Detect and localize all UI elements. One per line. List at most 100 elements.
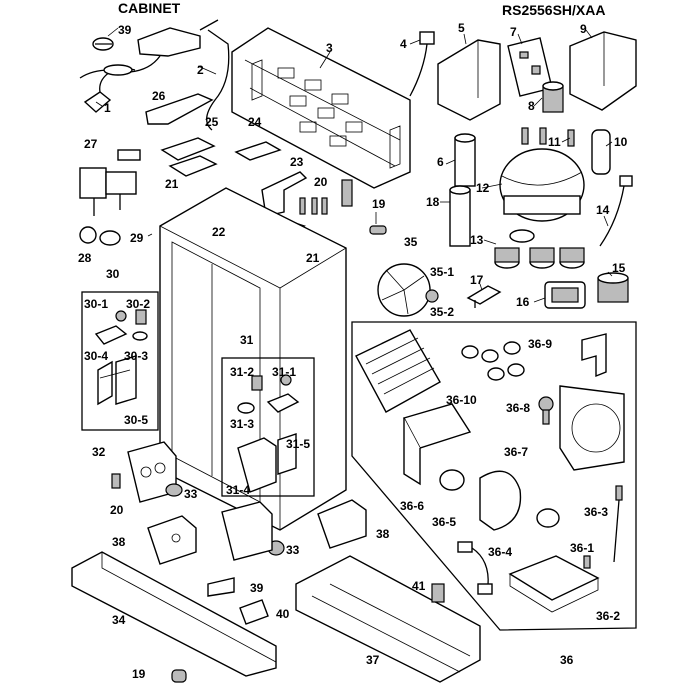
part-36-7-shroud <box>559 385 625 471</box>
callout-35-2: 35-2 <box>430 305 454 319</box>
part-19-screw <box>369 225 387 235</box>
callout-36-10: 36-10 <box>446 393 477 407</box>
part-9-cover <box>569 31 637 111</box>
part-6-capacitor <box>454 133 476 187</box>
callout-31: 31 <box>240 333 254 347</box>
callout-31-4: 31-4 <box>226 483 250 497</box>
callout-22: 22 <box>212 225 226 239</box>
part-30-hinge-set <box>94 309 148 406</box>
callout-31-3: 31-3 <box>230 417 254 431</box>
part-26-bracket <box>145 93 214 125</box>
callout-30: 30 <box>106 267 120 281</box>
callout-21b: 21 <box>306 251 320 265</box>
part-31-hinge-set <box>237 374 300 493</box>
part-27-water-valve <box>79 149 141 216</box>
callout-13: 13 <box>470 233 484 247</box>
part-39-clamp <box>92 37 114 51</box>
callout-41: 41 <box>412 579 426 593</box>
callout-39: 39 <box>118 23 132 37</box>
part-17-clip <box>466 285 502 308</box>
model-number: RS2556SH/XAA <box>502 2 606 18</box>
part-20-bolt <box>111 473 121 489</box>
callout-39b: 39 <box>250 581 264 595</box>
group-30-frame <box>81 291 159 431</box>
callout-36-6: 36-6 <box>400 499 424 513</box>
part-24-cover <box>234 141 282 161</box>
callout-20b: 20 <box>110 503 124 517</box>
callout-18: 18 <box>426 195 440 209</box>
callout-30-4: 30-4 <box>84 349 108 363</box>
part-1-harness <box>79 64 136 113</box>
callout-3: 3 <box>326 41 333 55</box>
callout-29: 29 <box>130 231 144 245</box>
part-36-10-motor-bracket <box>402 403 472 486</box>
part-10-dryer <box>591 129 611 175</box>
part-36-8-screw <box>538 396 554 425</box>
callout-36-7: 36-7 <box>504 445 528 459</box>
callout-27: 27 <box>84 137 98 151</box>
part-evaporator-coil <box>355 329 441 413</box>
callout-31-1: 31-1 <box>272 365 296 379</box>
callout-19b: 19 <box>132 667 146 681</box>
callout-17: 17 <box>470 273 484 287</box>
part-38-bracket-left <box>147 515 197 565</box>
callout-20a: 20 <box>314 175 328 189</box>
callout-21a: 21 <box>165 177 179 191</box>
callout-36-8: 36-8 <box>506 401 530 415</box>
part-25-hinge-plate <box>160 137 218 177</box>
callout-31-5: 31-5 <box>286 437 310 451</box>
part-11-bolts <box>521 127 575 147</box>
callout-38b: 38 <box>376 527 390 541</box>
callout-24: 24 <box>248 115 262 129</box>
part-36-2-drain-pan <box>508 555 600 613</box>
callout-33b: 33 <box>286 543 300 557</box>
part-28-nut <box>79 226 97 244</box>
cabinet-title: CABINET <box>118 0 181 16</box>
callout-30-1: 30-1 <box>84 297 108 311</box>
part-36-9-grommets <box>461 341 525 381</box>
callout-4: 4 <box>400 37 407 51</box>
part-36-6-grommet <box>439 469 465 491</box>
callout-26: 26 <box>152 89 166 103</box>
callout-38a: 38 <box>112 535 126 549</box>
part-2-harness <box>129 19 230 131</box>
callout-35: 35 <box>404 235 418 249</box>
callout-40: 40 <box>276 607 290 621</box>
part-33-roller <box>165 483 183 497</box>
callout-14: 14 <box>596 203 610 217</box>
part-29-nut <box>99 230 121 246</box>
part-8-capacitor <box>542 81 564 113</box>
callout-15: 15 <box>612 261 626 275</box>
callout-30-2: 30-2 <box>126 297 150 311</box>
callout-16: 16 <box>516 295 530 309</box>
callout-32: 32 <box>92 445 106 459</box>
part-37-base-frame <box>295 555 481 683</box>
part-36-ring <box>536 508 560 528</box>
callout-23: 23 <box>290 155 304 169</box>
callout-35-1: 35-1 <box>430 265 454 279</box>
part-36-clip <box>581 333 607 378</box>
callout-2: 2 <box>197 63 204 77</box>
callout-5: 5 <box>458 21 465 35</box>
part-35-fan-blade <box>377 263 439 317</box>
part-12-compressor <box>499 148 585 222</box>
callout-30-3: 30-3 <box>124 349 148 363</box>
part-14-wire <box>599 175 633 247</box>
callout-11: 11 <box>548 135 561 149</box>
part-38-bracket-right <box>317 499 367 549</box>
part-41-bolt <box>431 583 445 603</box>
callout-7: 7 <box>510 25 517 39</box>
part-15-relay <box>597 272 629 303</box>
part-32-bracket-right <box>221 501 273 561</box>
part-13-grommets <box>494 229 585 269</box>
part-36-4-harness <box>457 541 493 595</box>
callout-36-9: 36-9 <box>528 337 552 351</box>
leader-lines <box>95 27 613 303</box>
callout-36-4: 36-4 <box>488 545 512 559</box>
part-5-cover <box>437 39 501 121</box>
callout-36-1: 36-1 <box>570 541 594 555</box>
callout-19a: 19 <box>372 197 386 211</box>
callout-labels: 39 1 2 3 4 5 7 9 8 6 10 11 12 18 13 14 1… <box>78 21 628 681</box>
part-19-bottom-screw <box>171 669 187 683</box>
